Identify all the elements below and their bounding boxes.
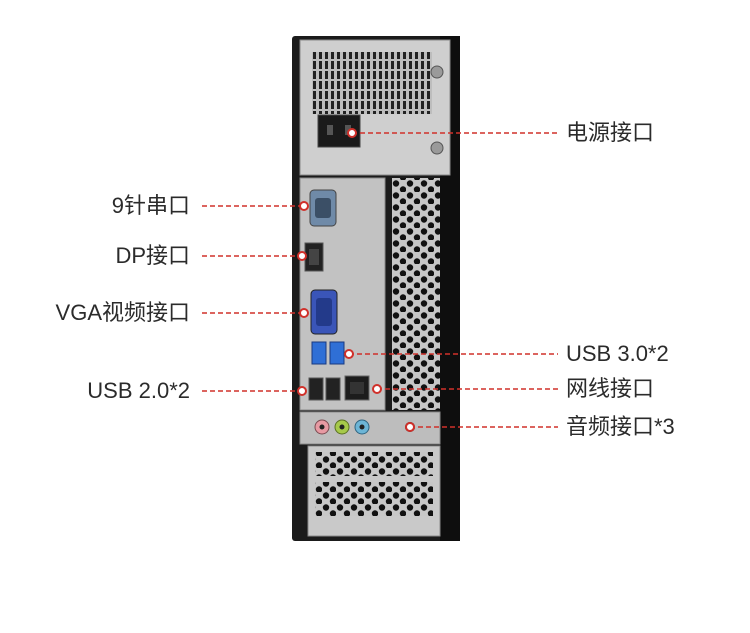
endpoint-usb2 [297,386,307,396]
endpoint-lan [372,384,382,394]
vent-area-lower [315,452,433,476]
serial-port [309,189,337,227]
label-vga: VGA视频接口 [55,300,190,325]
label-usb2: USB 2.0*2 [87,378,190,403]
endpoint-vga [299,308,309,318]
vga-port [310,289,338,335]
lan-port [344,375,370,401]
vent-area-lower-2 [315,482,433,516]
endpoint-audio [405,422,415,432]
endpoint-power [347,128,357,138]
display-port [304,242,324,272]
psu-fan-grill [312,52,432,114]
vent-area-upper [392,178,440,410]
leader-endpoints [297,128,415,432]
label-audio: 音频接口*3 [566,414,675,439]
label-usb3: USB 3.0*2 [566,341,669,366]
audio-jacks [299,411,441,445]
leader-lines [202,132,558,428]
endpoint-serial [299,201,309,211]
usb3-ports [311,341,345,365]
label-serial: 9针串口 [111,193,190,218]
power-supply-module [299,39,451,176]
label-power: 电源接口 [566,120,655,145]
label-lan: 网线接口 [566,376,655,401]
endpoint-usb3 [344,349,354,359]
usb2-ports [308,377,341,401]
psu-screw [430,65,444,79]
endpoint-dp [297,251,307,261]
psu-screw [430,141,444,155]
label-dp: DP接口 [115,243,190,268]
